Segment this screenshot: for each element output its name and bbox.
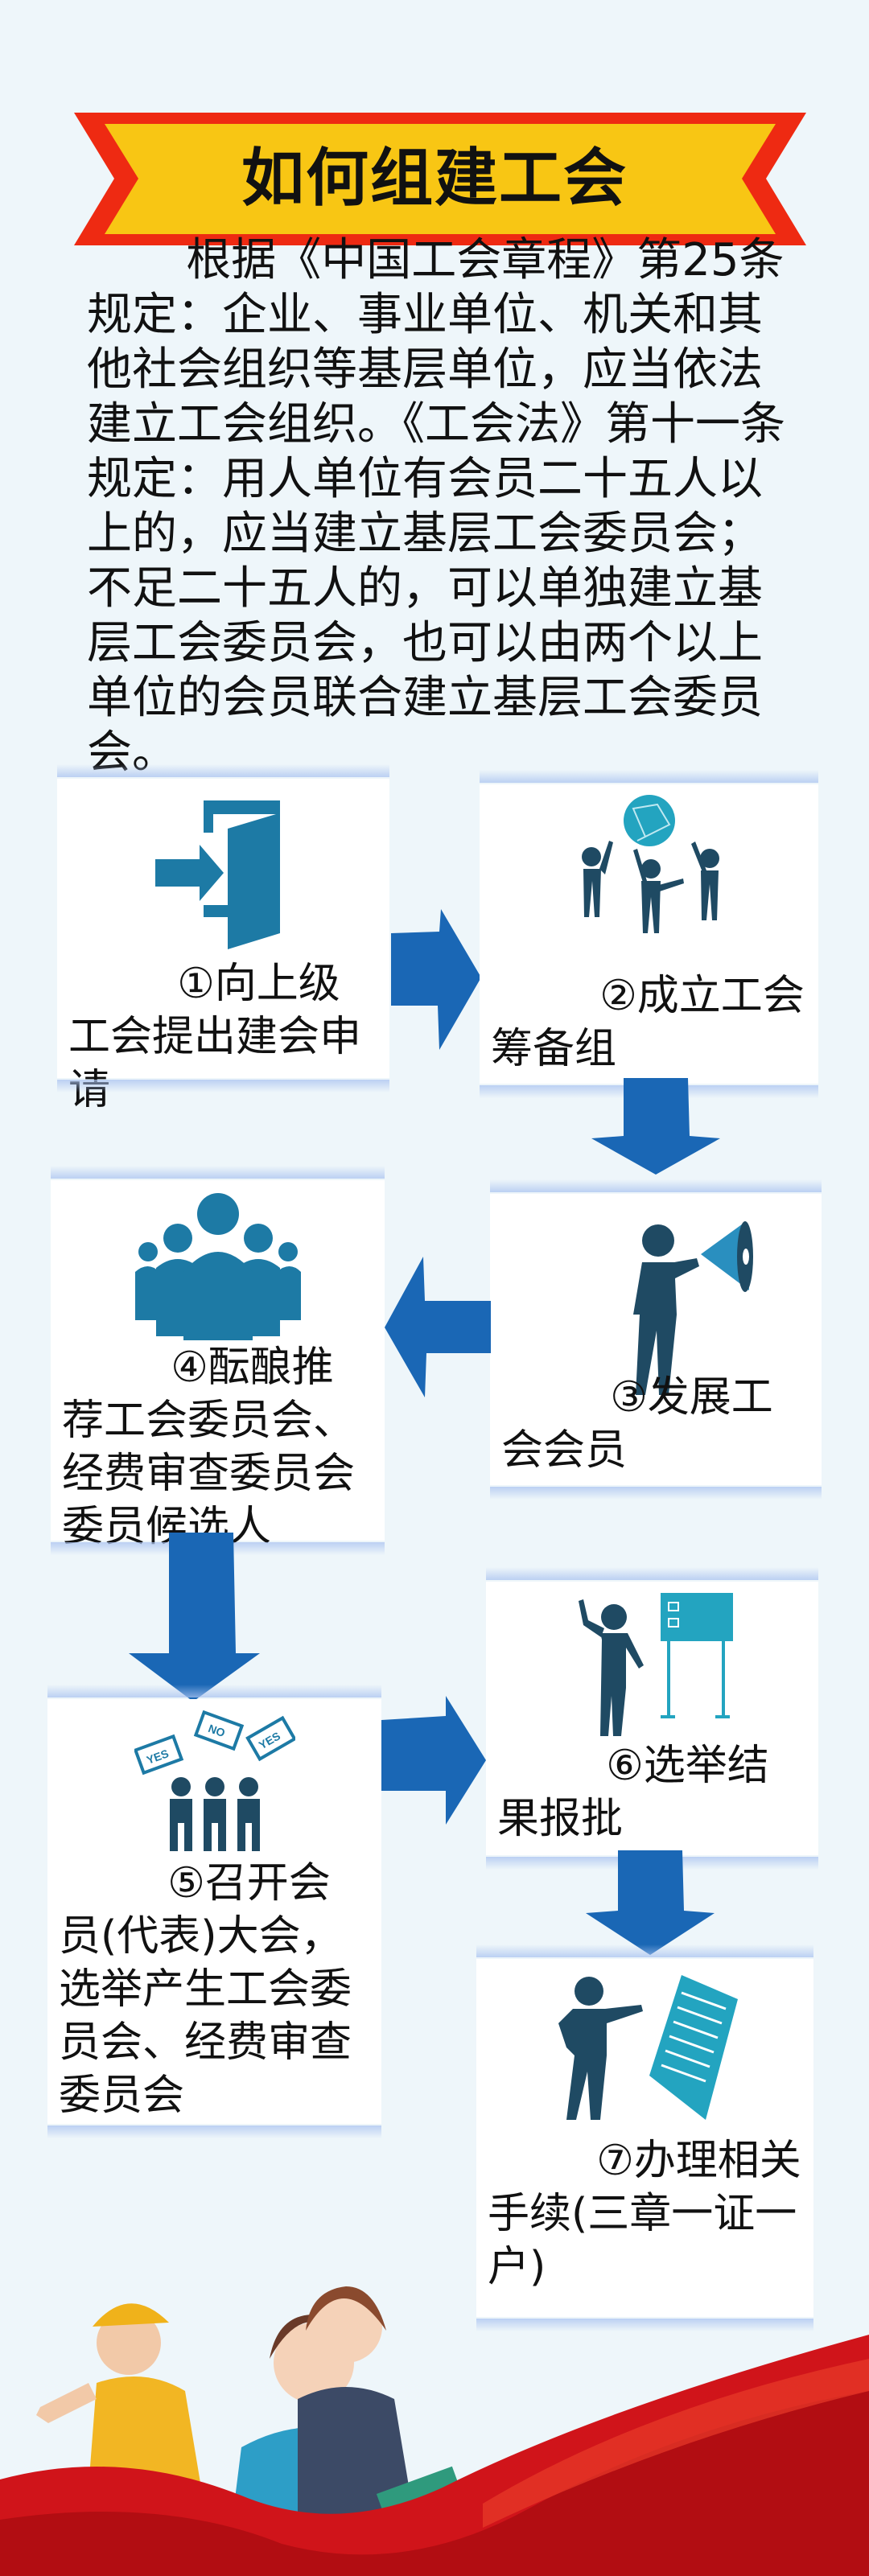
arrow-down-2	[129, 1533, 260, 1702]
arrow-left-1	[385, 1257, 491, 1397]
step-7-label: ⑦办理相关手续(三章一证一户)	[488, 2137, 801, 2291]
workers-red-flag-illustration	[0, 2286, 869, 2576]
voting-people-icon: YES NO YES	[134, 1710, 295, 1851]
step-3-label: ③发展工会会员	[501, 1373, 773, 1475]
title-ribbon	[74, 113, 806, 245]
arrow-right-2	[381, 1696, 486, 1825]
step-1-label: ①向上级工会提出建会申请	[68, 960, 362, 1114]
arrow-down-1	[591, 1078, 720, 1175]
door-enter-icon	[154, 800, 280, 949]
step-5-label: ⑤召开会员(代表)大会，选举产生工会委员会、经费审查委员会	[59, 1859, 352, 2120]
step-6-label: ⑥选举结果报批	[497, 1742, 769, 1843]
step-2-card: ②成立工会筹备组	[480, 770, 818, 1098]
step-3-card: ③发展工会会员	[490, 1179, 822, 1500]
arrow-down-3	[586, 1850, 715, 1955]
svg-text:NO: NO	[206, 1722, 226, 1739]
step-7-card: ⑦办理相关手续(三章一证一户)	[476, 1944, 813, 2331]
intro-paragraph: 根据《中国工会章程》第25条规定：企业、事业单位、机关和其他社会组织等基层单位，…	[87, 234, 785, 779]
step-6-card: ⑥选举结果报批	[486, 1567, 818, 1870]
step-4-card: ④酝酿推荐工会委员会、经费审查委员会委员候选人	[51, 1166, 385, 1555]
megaphone-person-icon	[633, 1221, 754, 1395]
step-2-label: ②成立工会筹备组	[491, 972, 805, 1073]
page-title: 如何组建工会	[241, 142, 628, 215]
group-people-icon	[134, 1193, 301, 1340]
step-5-card: YES NO YES ⑤召开会员(代表)大会，选举产生工会委员会、经费审查委员会	[47, 1685, 381, 2138]
person-document-icon	[558, 1975, 738, 2120]
step-4-label: ④酝酿推荐工会委员会、经费审查委员会委员候选人	[62, 1344, 356, 1551]
team-globe-icon	[581, 795, 719, 933]
presenter-board-icon	[578, 1593, 733, 1736]
arrow-right-1	[391, 909, 481, 1050]
step-1-card: ①向上级工会提出建会申请	[57, 764, 389, 1114]
